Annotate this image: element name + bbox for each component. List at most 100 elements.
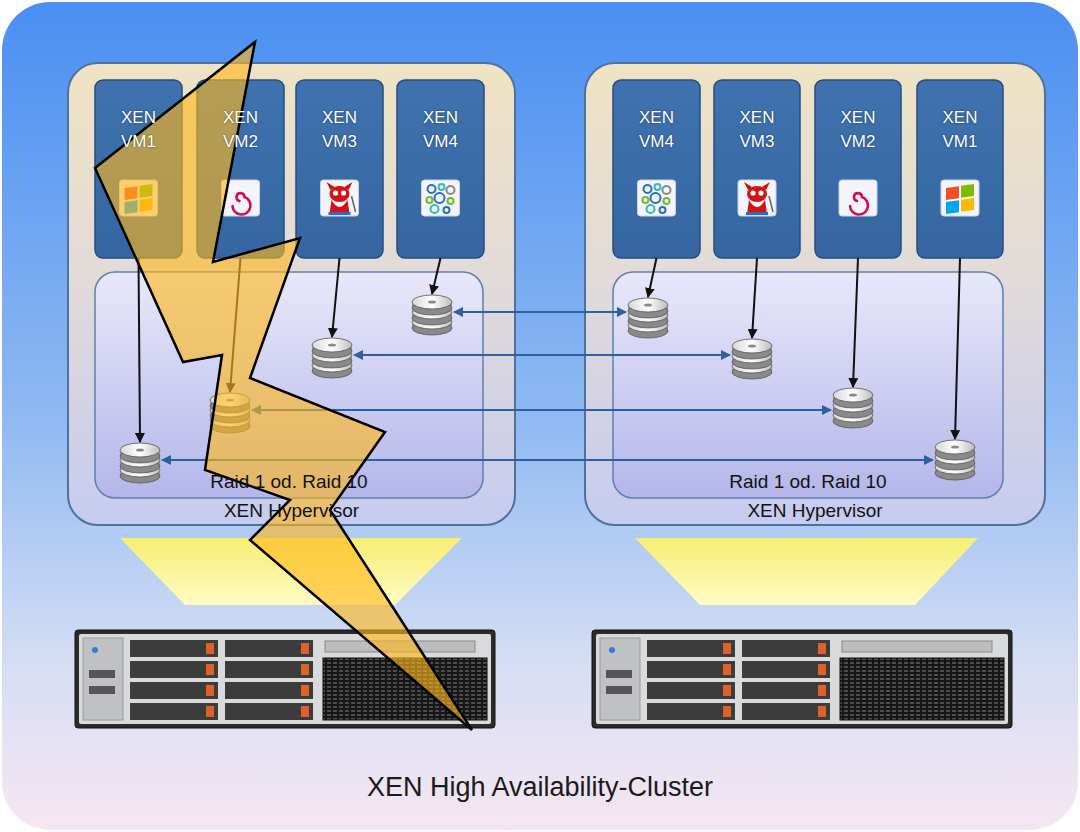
os-logo [738,180,776,216]
disk-spindle [849,393,857,396]
vm-outline [296,80,383,258]
suse-ring [664,198,670,204]
windows-logo [946,184,974,214]
bsd-eye [333,190,338,195]
bsd-fork [769,196,773,212]
connector [139,258,141,442]
disk-stack [312,338,352,378]
server-picture [592,630,1012,728]
raid-box: Raid 1 od. Raid 10 [613,272,1003,498]
suse-ring [439,184,445,190]
suse-ring [428,185,436,193]
os-logo [839,180,877,216]
icon-tile [422,180,460,216]
icon-tile [738,180,776,216]
suse-ring [660,207,666,213]
bsd-eye [758,190,763,195]
bsd-eye [341,190,346,195]
hypervisor-label: XEN Hypervisor [224,500,359,522]
vm-box: XEN VM1 [95,80,182,258]
disk-stack [732,339,772,379]
vm-outline [815,80,901,258]
connector [955,258,960,439]
vm-outline [397,80,484,258]
suse-ring [427,197,433,203]
vm-box: XEN VM3 [714,80,800,258]
raid-outline [613,272,1003,498]
lightning-bolt [95,42,472,730]
logo-part [961,198,974,212]
suse-ring [435,193,445,203]
connector [454,311,626,313]
connector [752,258,757,338]
raid-box: Raid 1 od. Raid 10 [95,272,483,498]
hypervisor-host: XEN Hypervisor XEN VM4 XEN VM3 XEN VM2 XEN V… [585,63,1045,525]
bsd-shoes [746,212,768,215]
suse-ring [447,186,455,194]
vm-label: XEN VM4 [631,106,683,154]
raid-label: Raid 1 od. Raid 10 [210,471,367,493]
vm-box: XEN VM4 [613,80,700,258]
suse-ring [651,193,661,203]
os-logo [422,180,460,216]
vm-label: XEN VM2 [832,106,884,154]
vm-box: XEN VM1 [917,80,1003,258]
suse-ring [448,198,454,204]
connector [252,409,831,411]
bsd-body [747,200,767,214]
icon-tile [941,180,979,216]
bsd-body [330,200,350,214]
projection-beam [635,538,978,605]
disk-top [628,298,668,312]
hypervisor-outline [585,63,1045,525]
disk-spindle [328,343,336,346]
disk-top [412,295,452,309]
suse-ring [431,205,439,213]
vm-outline [613,80,700,258]
hypervisor-label: XEN Hypervisor [747,500,882,522]
suse-ring [444,207,450,213]
vm-box: XEN VM3 [296,80,383,258]
connector [853,258,858,387]
hypervisor-host: XEN Hypervisor XEN VM1 XEN VM2 XEN VM3 XEN V… [68,63,515,525]
connector [354,354,730,356]
logo-part [961,184,974,198]
disk-stack [412,295,452,335]
icon-tile [638,180,676,216]
bsd-fork [352,196,356,212]
vm-box: XEN VM2 [197,80,284,258]
disk-stack [628,298,668,338]
vm-label: XEN VM3 [314,106,366,154]
vm-label: XEN VM4 [415,106,467,154]
disk-spindle [644,303,652,306]
disk-stack [833,388,873,428]
logo-part [946,186,959,200]
debian-logo [233,193,251,214]
vm-label: XEN VM3 [731,106,783,154]
suse-ring [644,185,652,193]
disk-spindle [428,300,436,303]
logo-part [946,200,959,214]
raid-label: Raid 1 od. Raid 10 [729,471,886,493]
bsd-head [330,186,350,202]
suse-ring [643,197,649,203]
os-logo [321,180,359,216]
vm-label: XEN VM2 [215,106,267,154]
debian-logo [850,193,868,214]
connector [332,258,340,337]
suse-ring [647,205,655,213]
vm-outline [714,80,800,258]
disk-spindle [951,445,959,448]
disk-top [833,388,873,402]
os-logo [638,180,676,216]
bsd-head [747,186,767,202]
vm-box: XEN VM2 [815,80,901,258]
icon-tile [839,180,877,216]
disk-top [935,440,975,454]
connector [648,258,657,297]
disk-stack [120,443,160,483]
vm-label: XEN VM1 [934,106,986,154]
disk-top [312,338,352,352]
